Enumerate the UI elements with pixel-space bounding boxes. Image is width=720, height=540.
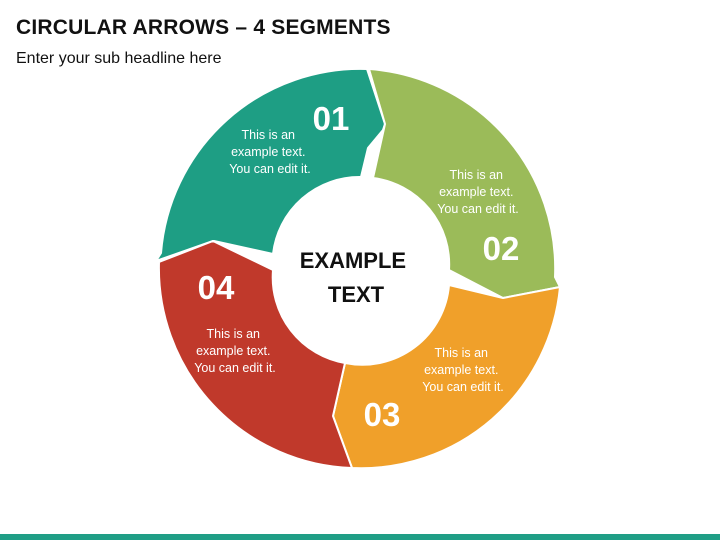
segment-02-arrow	[368, 68, 561, 299]
segment-02-number: 02	[483, 230, 520, 267]
segment-03-text: This is an example text. You can edit it…	[422, 346, 504, 394]
segment-02[interactable]: 02 This is an example text. You can edit…	[368, 68, 561, 299]
segment-02-text: This is an example text. You can edit it…	[437, 168, 519, 216]
page-title: CIRCULAR ARROWS – 4 SEGMENTS	[16, 16, 391, 39]
segment-01[interactable]: 01 This is an example text. You can edit…	[155, 67, 386, 262]
segment-03[interactable]: 03 This is an example text. You can edit…	[332, 284, 561, 470]
bottom-accent-bar	[0, 534, 720, 540]
segment-01-text: This is an example text. You can edit it…	[229, 128, 311, 176]
center-circle	[272, 184, 448, 360]
segment-04-arrow	[157, 240, 353, 469]
segment-04-text: This is an example text. You can edit it…	[194, 327, 276, 375]
segment-04-number: 04	[198, 269, 235, 306]
segment-03-arrow	[332, 284, 561, 470]
segment-03-number: 03	[364, 396, 401, 433]
page-subtitle: Enter your sub headline here	[16, 50, 222, 67]
segment-01-number: 01	[313, 100, 350, 137]
segment-01-arrow	[155, 67, 386, 262]
center-text: EXAMPLE TEXT	[300, 248, 412, 307]
segment-04[interactable]: 04 This is an example text. You can edit…	[157, 240, 353, 469]
